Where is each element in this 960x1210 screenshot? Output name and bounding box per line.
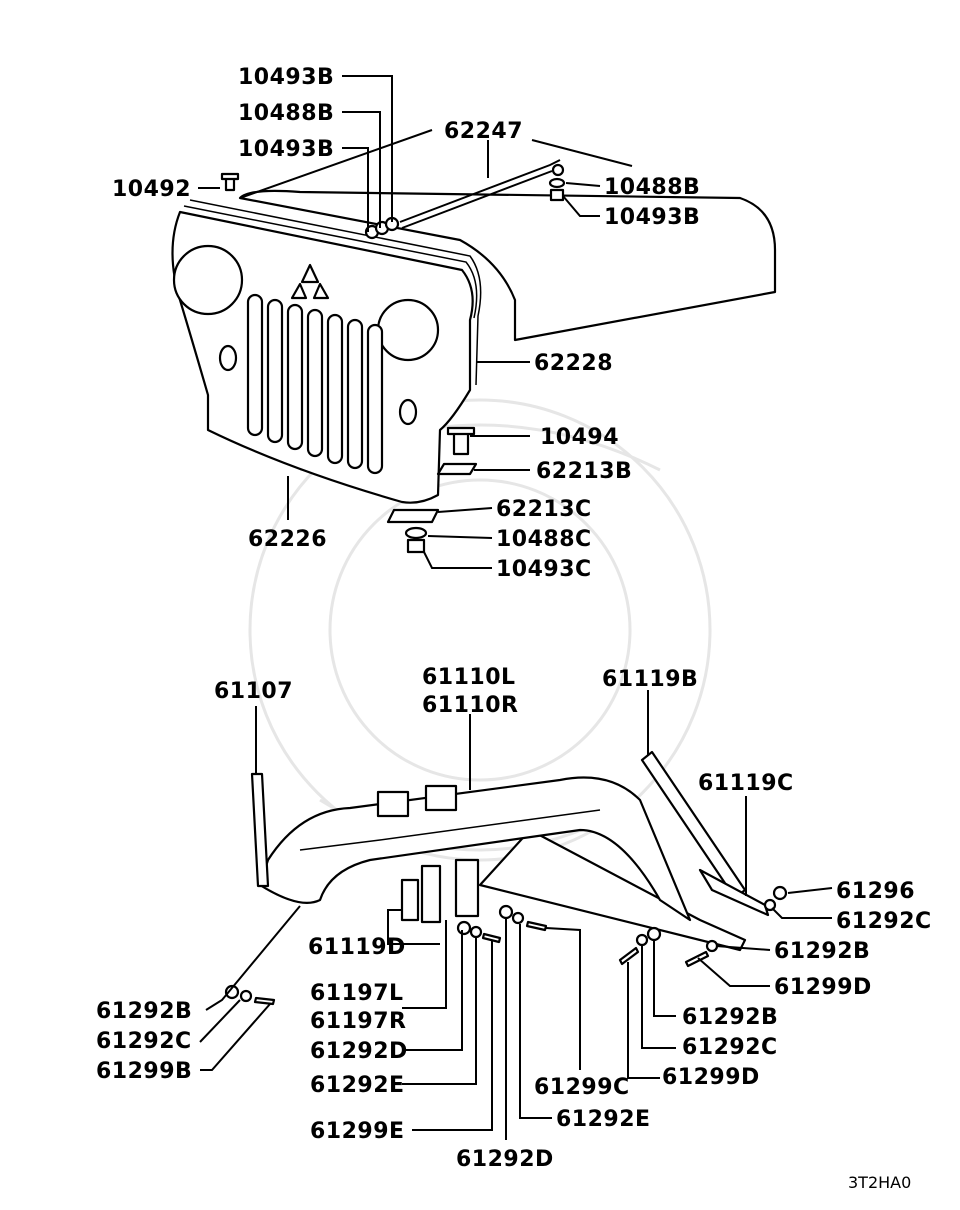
callout-label: 61299C xyxy=(534,1075,630,1100)
upper-leader-lines xyxy=(198,75,633,569)
hood-support-rod xyxy=(399,159,565,229)
callout-label: 62213B xyxy=(536,459,632,484)
callout-label: 61292B xyxy=(96,999,192,1024)
callout-label: 61292D xyxy=(456,1147,554,1172)
callout-label: 61119D xyxy=(308,935,406,960)
lower-leader-lines xyxy=(199,690,833,1140)
callout-label: 62213C xyxy=(496,497,592,522)
callout-label: 61299D xyxy=(662,1065,760,1090)
callout-label: 10493B xyxy=(238,137,334,162)
callout-label: 10493C xyxy=(496,557,592,582)
callout-label: 61119B xyxy=(602,667,698,692)
callout-label: 61197L xyxy=(310,981,404,1006)
callout-label: 61299D xyxy=(774,975,872,1000)
callout-label: 61296 xyxy=(836,879,915,904)
callout-label: 61292E xyxy=(556,1107,651,1132)
callout-label: 61292B xyxy=(682,1005,778,1030)
callout-label: 61292C xyxy=(96,1029,192,1054)
callout-label: 10492 xyxy=(112,177,191,202)
callout-label: 61110L xyxy=(422,665,516,690)
callout-label: 61292B xyxy=(774,939,870,964)
callout-label: 61197R xyxy=(310,1009,406,1034)
upper-hardware xyxy=(220,172,566,554)
callout-label: 10488B xyxy=(238,101,334,126)
callout-label: 61292C xyxy=(836,909,932,934)
diagram-code: 3T2HA0 xyxy=(848,1173,911,1192)
hood-panel xyxy=(238,189,777,342)
lower-labels: 61107 61110L 61110R 61119B 61119C 61296 … xyxy=(96,665,932,1172)
callout-label: 61292E xyxy=(310,1073,405,1098)
upper-labels: 10493B 10488B 10493B 10492 62247 10488B … xyxy=(112,65,700,582)
callout-label: 10494 xyxy=(540,425,619,450)
callout-label: 62228 xyxy=(534,351,613,376)
callout-label: 10488B xyxy=(604,175,700,200)
callout-label: 61110R xyxy=(422,693,518,718)
callout-label: 61119C xyxy=(698,771,794,796)
callout-label: 61299B xyxy=(96,1059,192,1084)
callout-label: 62226 xyxy=(248,527,327,552)
callout-label: 61107 xyxy=(214,679,293,704)
grille-panel xyxy=(171,199,482,504)
callout-label: 10493B xyxy=(604,205,700,230)
callout-label: 61292D xyxy=(310,1039,408,1064)
lower-hardware xyxy=(224,885,788,1006)
fender-assembly xyxy=(250,750,770,952)
callout-label: 61292C xyxy=(682,1035,778,1060)
callout-label: 10493B xyxy=(238,65,334,90)
callout-label: 10488C xyxy=(496,527,592,552)
callout-label: 61299E xyxy=(310,1119,405,1144)
callout-label: 62247 xyxy=(444,119,523,144)
